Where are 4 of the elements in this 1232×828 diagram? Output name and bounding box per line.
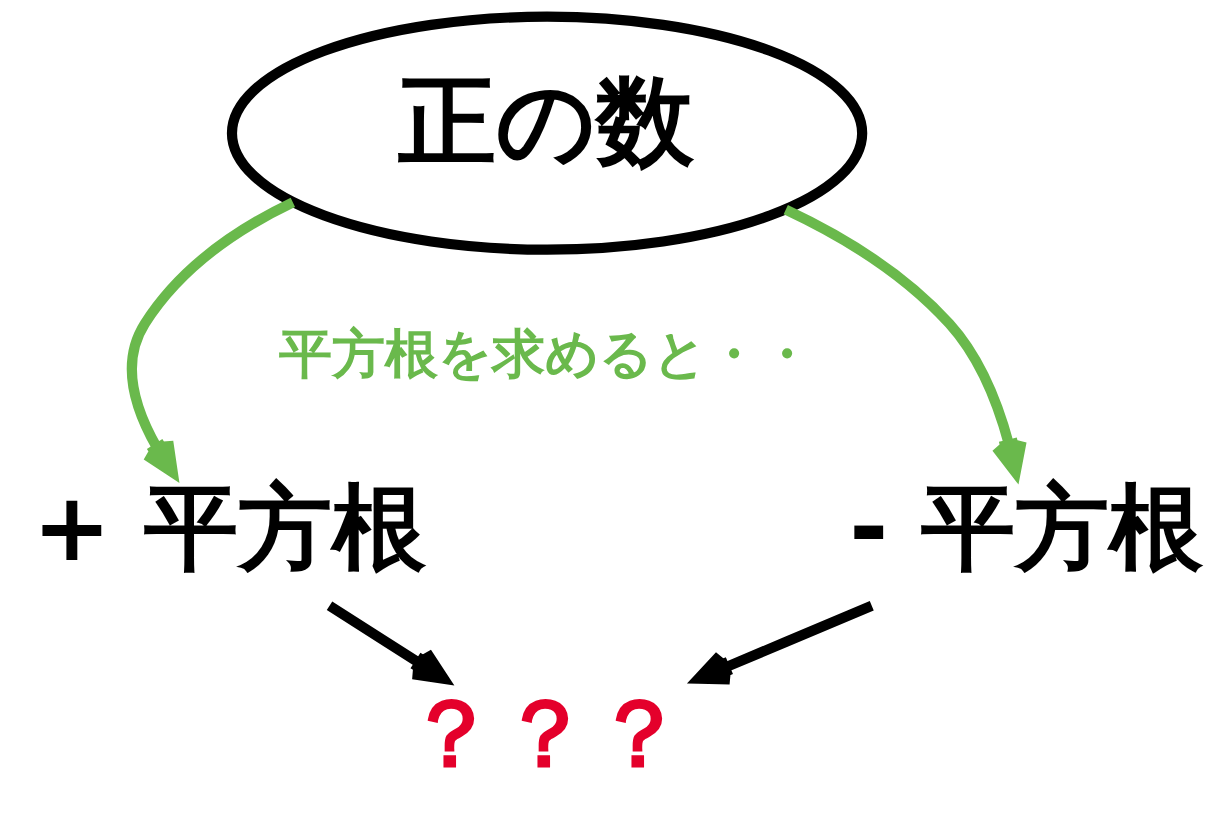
node-text: ？？？ xyxy=(403,679,686,789)
label: 平方根を求めると・・ xyxy=(278,323,813,386)
node-text: - 平方根 xyxy=(848,473,1203,583)
node-text: + 平方根 xyxy=(31,473,426,583)
